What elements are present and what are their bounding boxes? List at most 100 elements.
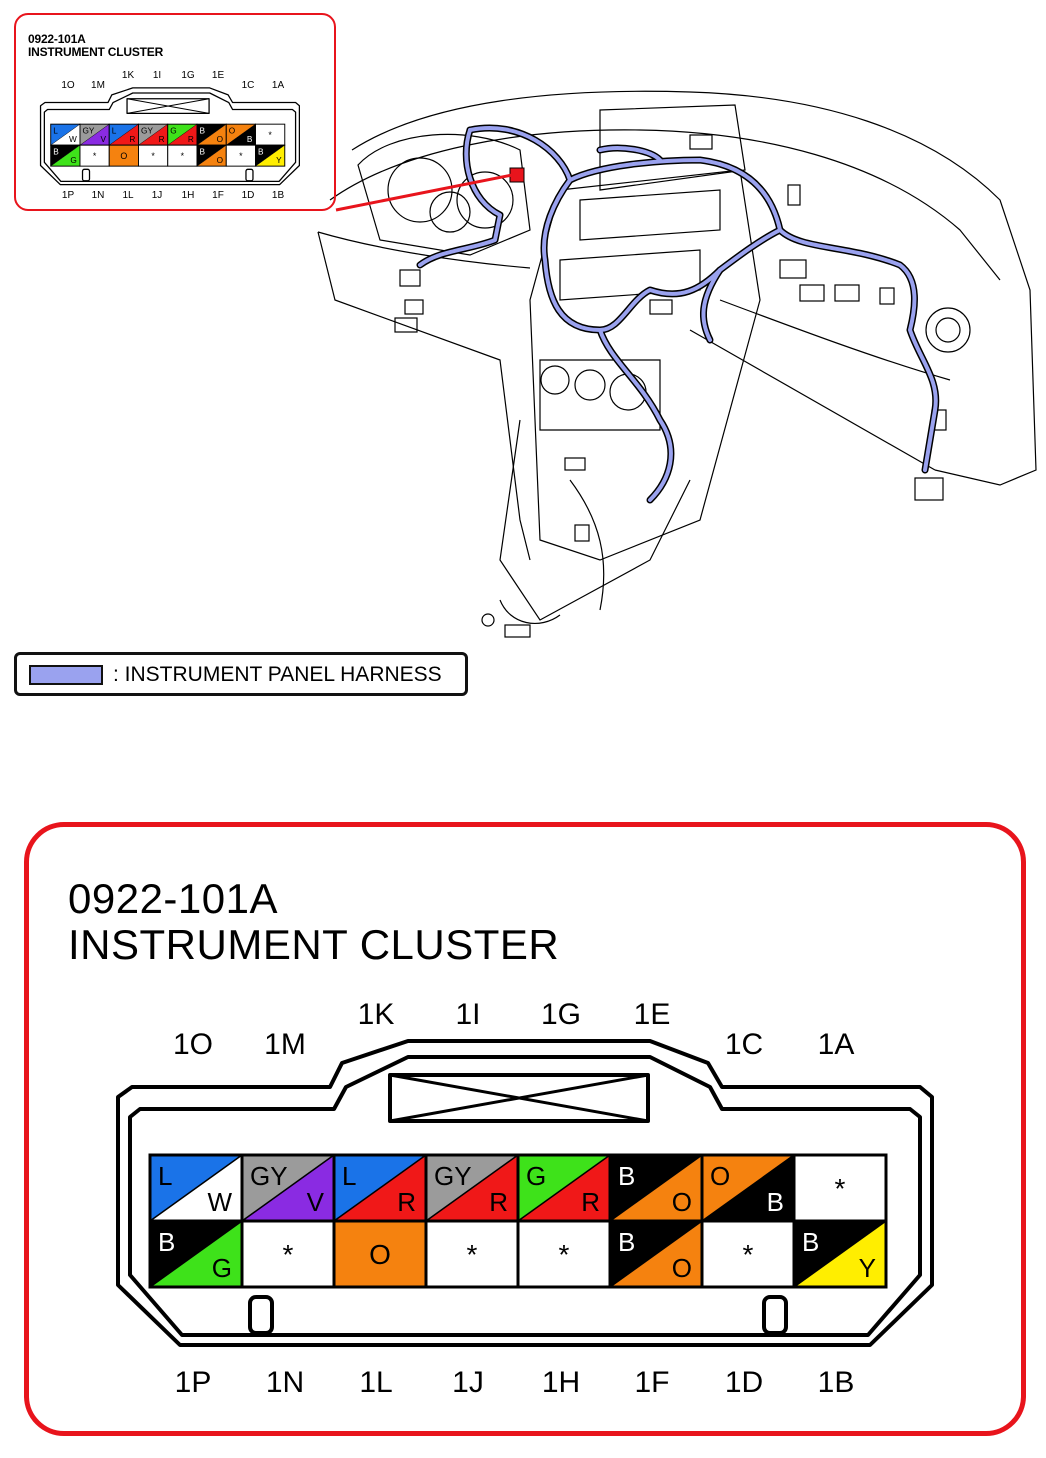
pin-cavity: *: [700, 1219, 796, 1289]
inset-pin-cavity-border: [255, 144, 286, 167]
inset-wire-main-label: B: [258, 148, 264, 157]
connector-detail-box: [24, 822, 1026, 1436]
inset-connector-name: INSTRUMENT CLUSTER: [28, 45, 164, 59]
pin-cavity: GR: [516, 1153, 612, 1223]
connector-outer-shell: [116, 1039, 934, 1347]
inset-pin-cavity: GR: [167, 123, 198, 146]
connector-key: [762, 1295, 788, 1335]
inset-wire-main-color: [79, 145, 110, 167]
inset-connector-latch-window: [126, 98, 210, 114]
pin-label-1e: 1E: [633, 998, 671, 1031]
cluster-connector-marker: [509, 167, 525, 183]
inset-pin-label: 1A: [271, 80, 285, 91]
wire-main-label: L: [342, 1161, 356, 1191]
pin-cavity: BG: [148, 1219, 244, 1289]
inset-pin-label: 1G: [181, 70, 195, 81]
pin-label-1j: 1J: [452, 1366, 484, 1399]
pin-cavity-border: [792, 1219, 888, 1289]
harness-color-swatch: [29, 665, 103, 685]
wire-stripe-label: O: [672, 1253, 692, 1283]
inset-pin-label: 1P: [61, 190, 75, 201]
wire-main-label: G: [526, 1161, 546, 1191]
pin-label-1a: 1A: [817, 1028, 855, 1061]
inset-pin-cavity: BG: [50, 144, 81, 167]
inset-wire-main-color: [226, 145, 256, 167]
wire-main-color: [794, 1155, 886, 1221]
connector-latch-window: [388, 1073, 650, 1123]
inset-wire-stripe-color: [50, 145, 80, 167]
inset-wire-main-label: O: [120, 151, 127, 161]
inset-pin-cavity: *: [138, 144, 169, 167]
inset-connector-box: [14, 13, 336, 211]
wire-stripe-label: B: [767, 1187, 784, 1217]
wire-main-label: *: [559, 1239, 570, 1270]
inset-pin-label: 1I: [152, 70, 162, 81]
pin-cavity: *: [792, 1153, 888, 1223]
wire-main-label: O: [710, 1161, 730, 1191]
inset-pin-cavity: *: [225, 144, 256, 167]
inset-pin-cavity: O: [108, 144, 139, 167]
pin-label-1n: 1N: [265, 1366, 305, 1399]
inset-pin-cavity: BO: [196, 123, 227, 146]
inset-wire-main-label: *: [268, 130, 272, 140]
inset-connector-key: [81, 168, 91, 182]
inset-pin-cavity: *: [255, 123, 286, 146]
connector-code: 0922-101A: [68, 875, 279, 922]
wire-stripe-label: V: [307, 1187, 325, 1217]
inset-pin-cavity: GYR: [138, 123, 169, 146]
wire-main-label: O: [369, 1239, 391, 1270]
pin-cavity: *: [240, 1219, 336, 1289]
inset-connector-outer-shell: [39, 87, 300, 186]
inset-connector-key: [245, 168, 254, 182]
pin-cavity: BO: [608, 1219, 704, 1289]
pin-label-1b: 1B: [817, 1366, 855, 1399]
inset-pin-cavity: LW: [50, 123, 81, 146]
pin-label-1h: 1H: [541, 1366, 581, 1399]
inset-pin-cavity: LR: [108, 123, 139, 146]
pin-cavity: LW: [148, 1153, 244, 1223]
pin-cavity: OB: [700, 1153, 796, 1223]
inset-pin-label: 1D: [241, 190, 255, 201]
inset-pin-label: 1N: [91, 190, 105, 201]
pin-label-1f: 1F: [634, 1366, 670, 1399]
inset-wire-main-label: *: [181, 151, 185, 161]
inset-wire-stripe-label: G: [70, 156, 76, 165]
inset-wire-main-color: [167, 145, 197, 167]
dashboard-harness-illustration: [317, 90, 1037, 638]
inset-connector-code: 0922-101A: [28, 32, 86, 46]
inset-pin-cavity: BY: [255, 144, 286, 167]
wire-main-label: B: [158, 1227, 175, 1257]
wire-main-label: B: [802, 1227, 819, 1257]
wire-main-color: [426, 1221, 518, 1287]
pin-label-1i: 1I: [455, 998, 481, 1031]
pin-cavity: GY V: [240, 1153, 336, 1223]
inset-wire-main-label: L: [53, 127, 58, 136]
inset-pin-label: 1M: [91, 80, 105, 91]
wire-stripe-label: R: [489, 1187, 508, 1217]
inset-pin-label: 1L: [122, 190, 134, 201]
wire-main-label: B: [618, 1227, 635, 1257]
pin-cavity: *: [516, 1219, 612, 1289]
inset-wire-main-label: GY: [83, 127, 95, 136]
wire-stripe-label: W: [207, 1187, 232, 1217]
inset-pin-cavity: GYV: [79, 123, 110, 146]
pin-cavity: *: [424, 1219, 520, 1289]
connector-inner-shell: [128, 1055, 922, 1337]
inset-wire-stripe-label: O: [217, 135, 224, 144]
inset-pin-cavity: *: [167, 144, 198, 167]
pin-label-1g: 1G: [540, 998, 582, 1031]
wire-main-color: [518, 1221, 610, 1287]
inset-pin-label: 1B: [271, 190, 285, 201]
pin-label-1o: 1O: [172, 1028, 214, 1061]
wire-main-label: GY: [250, 1161, 288, 1191]
inset-pin-label: 1H: [181, 190, 195, 201]
wire-main-label: GY: [434, 1161, 472, 1191]
inset-pin-label: 1F: [212, 190, 224, 201]
inset-wire-main-label: B: [200, 127, 206, 136]
pin-label-1d: 1D: [724, 1366, 764, 1399]
wire-main-color: [702, 1221, 794, 1287]
inset-pin-label: 1J: [151, 190, 163, 201]
wire-main-color: [242, 1221, 334, 1287]
